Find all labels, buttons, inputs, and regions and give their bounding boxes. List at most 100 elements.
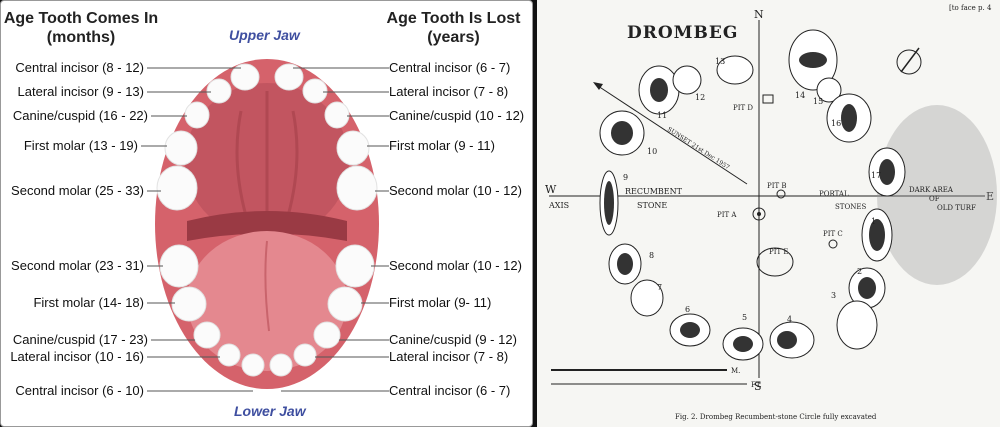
recumbent-label: RECUMBENT	[625, 187, 683, 196]
upper-first-molar-right	[336, 130, 370, 166]
mouth-diagram	[141, 59, 389, 392]
drombeg-plan-panel: DROMBEG [to face p. 4 N S W E AXIS SUNSE…	[537, 0, 1000, 427]
stone-number: 15	[813, 97, 823, 106]
upper-jaw-label: Upper Jaw	[229, 27, 300, 43]
stone-number: 3	[831, 291, 836, 300]
pits	[752, 94, 838, 277]
lower-canine-right	[313, 321, 341, 349]
stone-number: 10	[647, 147, 657, 156]
lower-central-incisor-left	[241, 353, 265, 377]
lost-label: Lateral incisor (7 - 8)	[389, 349, 509, 364]
upper-canine-right	[324, 101, 350, 129]
upper-lateral-incisor-left	[206, 78, 232, 104]
stones-label: STONES	[835, 203, 866, 211]
stone-number: 11	[657, 111, 667, 120]
stone-number: 6	[685, 305, 690, 314]
stone-number: 14	[795, 91, 805, 100]
header-comes-in-unit: (months)	[46, 29, 116, 46]
axis-label: AXIS	[548, 201, 569, 210]
lower-second-molar-left	[159, 244, 199, 288]
stone-number: 16	[831, 119, 841, 128]
tooth-chart-panel: Age Tooth Comes In (months) Age Tooth Is…	[0, 0, 533, 427]
stone-number-labels: 1 2 3 4 5 6 7 8 9 10 11 12 13 14 15 16 1…	[623, 57, 881, 324]
lower-lateral-incisor-left	[217, 343, 241, 367]
lost-label: Second molar (10 - 12)	[389, 258, 522, 273]
portal-label: PORTAL	[819, 190, 849, 198]
upper-first-molar-left	[164, 130, 198, 166]
pit-c-label: PIT C	[823, 230, 843, 238]
stone-number: 7	[657, 283, 662, 292]
lost-label: Central incisor (6 - 7)	[389, 60, 511, 75]
drombeg-plan: DROMBEG [to face p. 4 N S W E AXIS SUNSE…	[545, 4, 997, 421]
compass-s: S	[754, 380, 762, 393]
north-arrow-icon	[896, 47, 922, 75]
old-turf-label: OLD TURF	[937, 204, 976, 212]
comes-in-label: Central incisor (6 - 10)	[15, 383, 144, 398]
lower-first-molar-right	[327, 286, 363, 322]
plan-title: DROMBEG	[627, 23, 738, 43]
header-lost: Age Tooth Is Lost (years)	[381, 9, 526, 47]
header-lost-unit: (years)	[427, 29, 480, 46]
scale-ft-label: FT.	[751, 381, 762, 389]
pit-a-label: PIT A	[717, 211, 737, 219]
header-comes-in: Age Tooth Comes In (months)	[1, 9, 161, 47]
dark-area-label: DARK AREA	[909, 186, 954, 194]
stone-label: STONE	[637, 201, 667, 210]
lost-label: Lateral incisor (7 - 8)	[389, 84, 509, 99]
stone-number: 4	[787, 315, 792, 324]
comes-in-label: Canine/cuspid (16 - 22)	[12, 108, 148, 123]
scale-m-label: M.	[731, 367, 740, 375]
stone-number: 2	[857, 267, 862, 276]
comes-in-label: First molar (13 - 19)	[23, 138, 138, 153]
pit-e-label: PIT E	[769, 248, 788, 256]
lost-label: Canine/cuspid (9 - 12)	[389, 332, 517, 347]
tongue-groove	[264, 240, 270, 332]
compass-e: E	[986, 190, 994, 203]
comes-in-label: Second molar (25 - 33)	[11, 183, 144, 198]
lower-jaw-label: Lower Jaw	[234, 403, 306, 419]
stone-fills	[604, 52, 895, 352]
lost-label: Second molar (10 - 12)	[389, 183, 522, 198]
lower-canine-left	[193, 321, 221, 349]
comes-in-label: Second molar (23 - 31)	[11, 258, 144, 273]
dark-area	[877, 105, 997, 285]
upper-lateral-incisor-right	[302, 78, 328, 104]
throat-shadow	[187, 211, 347, 241]
upper-second-molar-left	[156, 165, 198, 211]
comes-in-label: Lateral incisor (10 - 16)	[10, 349, 144, 364]
upper-second-molar-right	[336, 165, 378, 211]
comes-in-label: First molar (14- 18)	[33, 295, 144, 310]
header-comes-in-title: Age Tooth Comes In	[3, 10, 159, 27]
pit-a-center	[757, 212, 761, 216]
palate-ridges	[235, 91, 299, 221]
upper-central-incisor-right	[274, 63, 304, 91]
lower-teeth	[159, 244, 375, 377]
pit-d-label: PIT D	[733, 104, 753, 112]
stone-number: 5	[742, 313, 747, 322]
stone-number: 1	[871, 217, 876, 226]
leader-lines	[141, 67, 389, 392]
lower-first-molar-left	[171, 286, 207, 322]
corner-note: [to face p. 4	[949, 4, 992, 12]
sunset-arrow-icon	[593, 82, 603, 90]
sunset-line	[594, 83, 748, 185]
compass-n: N	[754, 8, 764, 21]
comes-in-label: Lateral incisor (9 - 13)	[17, 84, 144, 99]
lost-label: First molar (9 - 11)	[389, 138, 495, 153]
stone-number: 17	[871, 171, 881, 180]
lost-label: Canine/cuspid (10 - 12)	[389, 108, 525, 123]
comes-in-label: Central incisor (8 - 12)	[15, 60, 144, 75]
compass-w: W	[545, 183, 557, 196]
upper-central-incisor-left	[230, 63, 260, 91]
header-lost-title: Age Tooth Is Lost	[386, 10, 521, 27]
scale-bars	[551, 369, 747, 385]
lost-label: Central incisor (6 - 7)	[389, 383, 511, 398]
lower-central-incisor-right	[269, 353, 293, 377]
stone-number: 9	[623, 173, 628, 182]
comes-in-label: Canine/cuspid (17 - 23)	[12, 332, 148, 347]
upper-teeth	[156, 63, 378, 211]
upper-canine-left	[184, 101, 210, 129]
stone-number: 8	[649, 251, 654, 260]
of-label: OF	[929, 195, 940, 203]
lower-lateral-incisor-right	[293, 343, 317, 367]
